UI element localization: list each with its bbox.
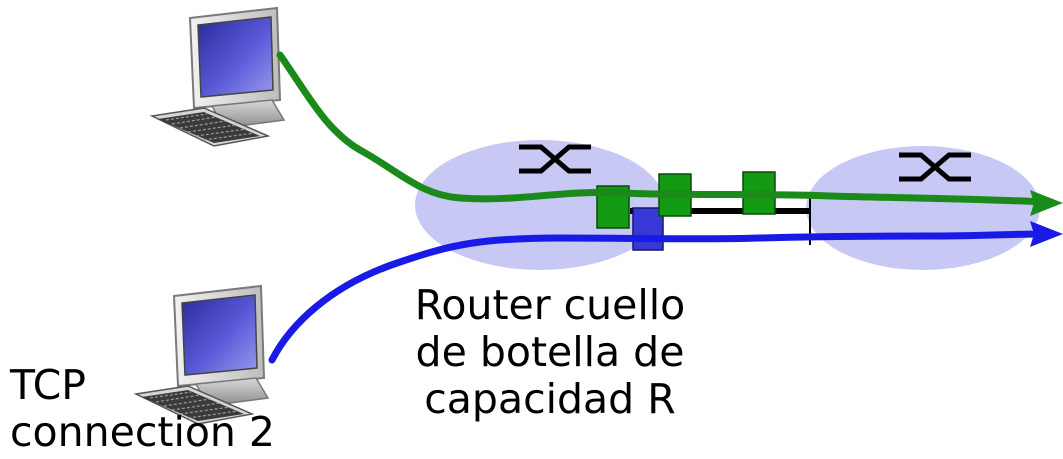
- router-caption-line: de botella de: [415, 328, 685, 376]
- router-caption-line: Router cuello: [414, 281, 686, 329]
- router-caption: Router cuello de botella de capacidad R: [360, 282, 740, 423]
- connection-2-label-line: TCP: [10, 361, 86, 409]
- connection-2-label-line: connection 2: [10, 408, 276, 456]
- router-caption-line: capacidad R: [424, 375, 676, 423]
- destination-router: [806, 146, 1040, 270]
- arrow-icon: [1030, 190, 1063, 216]
- connection-2-label: TCP connection 2: [10, 362, 275, 456]
- connection-1-path: [276, 51, 1049, 206]
- arrow-icon: [1030, 221, 1063, 247]
- computer-icon: [151, 7, 285, 147]
- packet-blue: [632, 207, 664, 251]
- connection-2-path: [268, 230, 1049, 364]
